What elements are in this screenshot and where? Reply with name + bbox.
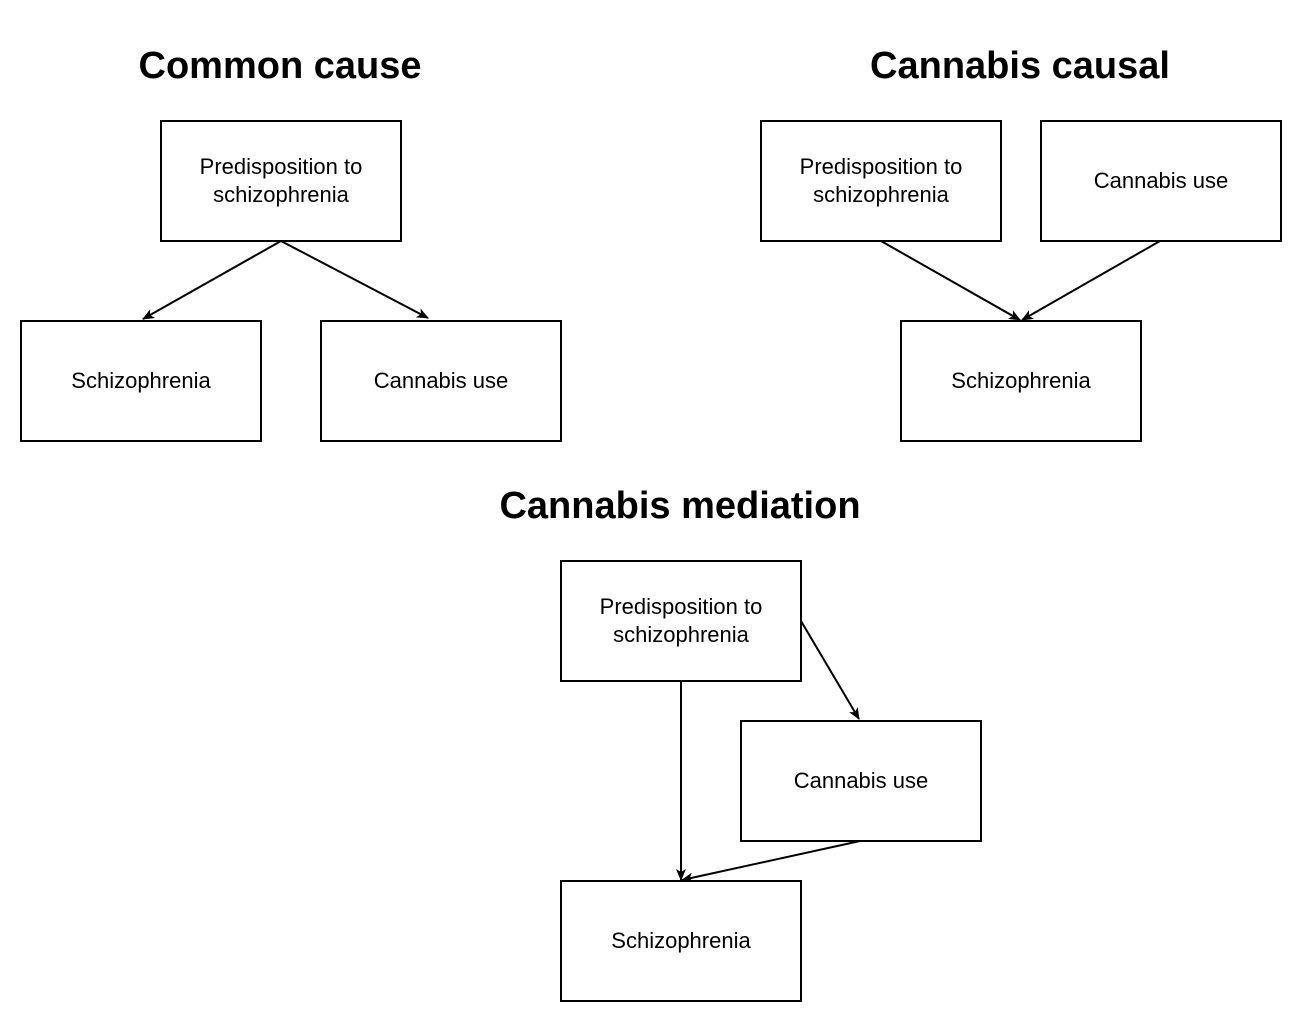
edge-common-predisposition-to-cannabis	[280, 240, 429, 319]
cannabis-mediation-cannabis-node: Cannabis use	[740, 720, 982, 842]
node-label: Schizophrenia	[71, 368, 211, 393]
node-label: Schizophrenia	[611, 928, 751, 953]
edge-common-predisposition-to-schizophrenia	[142, 240, 282, 320]
cannabis-causal-title: Cannabis causal	[870, 45, 1170, 87]
cannabis-causal-cannabis-node: Cannabis use	[1040, 120, 1282, 242]
cannabis-causal-predisposition-node: Predisposition to schizophrenia	[760, 120, 1002, 242]
edge-mediation-cannabis-to-schizophrenia	[681, 840, 861, 883]
cannabis-mediation-schizophrenia-node: Schizophrenia	[560, 880, 802, 1002]
edge-causal-cannabis-to-schizophrenia	[1021, 240, 1161, 321]
node-label: Predisposition to schizophrenia	[799, 154, 963, 207]
common-cause-cannabis-node: Cannabis use	[320, 320, 562, 442]
common-cause-schizophrenia-node: Schizophrenia	[20, 320, 262, 442]
common-cause-title: Common cause	[138, 45, 422, 87]
node-label: Cannabis use	[373, 368, 509, 393]
edge-mediation-predisposition-to-cannabis	[800, 620, 860, 720]
cannabis-mediation-title: Cannabis mediation	[499, 485, 861, 527]
cannabis-causal-schizophrenia-node: Schizophrenia	[900, 320, 1142, 442]
cannabis-mediation-predisposition-node: Predisposition to schizophrenia	[560, 560, 802, 682]
node-label: Predisposition to schizophrenia	[199, 154, 363, 207]
node-label: Cannabis use	[793, 768, 929, 793]
common-cause-predisposition-node: Predisposition to schizophrenia	[160, 120, 402, 242]
node-label: Cannabis use	[1093, 168, 1229, 193]
edge-causal-predisposition-to-schizophrenia	[880, 240, 1021, 321]
node-label: Predisposition to schizophrenia	[599, 594, 763, 647]
node-label: Schizophrenia	[951, 368, 1091, 393]
